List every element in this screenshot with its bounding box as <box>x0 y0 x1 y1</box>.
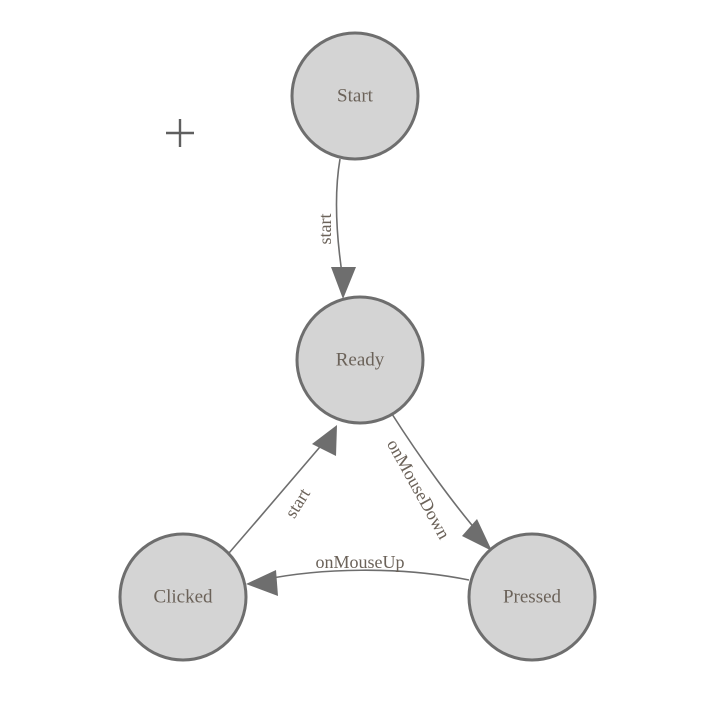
node-clicked-circle[interactable] <box>118 532 248 662</box>
edge-start-to-ready[interactable]: start <box>315 158 356 299</box>
arrowhead-start-to-ready <box>331 267 356 299</box>
edge-label-start-to-ready: start <box>315 214 335 245</box>
arrowhead-clicked-to-ready <box>312 425 337 456</box>
node-pressed-label: Pressed <box>503 586 562 607</box>
edge-clicked-to-ready[interactable]: start <box>228 425 337 554</box>
edge-path-clicked-to-ready[interactable] <box>228 440 326 554</box>
arrowhead-pressed-to-clicked <box>246 570 278 596</box>
node-start-label: Start <box>337 85 374 106</box>
edge-label-clicked-to-ready: start <box>281 485 314 522</box>
node-start[interactable]: Start <box>290 31 420 161</box>
node-ready[interactable]: Ready <box>295 295 425 425</box>
node-ready-circle[interactable] <box>295 295 425 425</box>
node-pressed[interactable]: Pressed <box>467 532 597 662</box>
arrowhead-ready-to-pressed <box>462 519 492 551</box>
node-pressed-circle[interactable] <box>467 532 597 662</box>
node-ready-label: Ready <box>336 349 385 370</box>
node-clicked-label: Clicked <box>153 586 213 607</box>
edge-path-start-to-ready[interactable] <box>335 158 344 281</box>
node-clicked[interactable]: Clicked <box>118 532 248 662</box>
edge-pressed-to-clicked[interactable]: onMouseUp <box>246 552 470 596</box>
node-start-circle[interactable] <box>290 31 420 161</box>
edge-path-pressed-to-clicked[interactable] <box>261 569 470 581</box>
plus-crosshair-icon <box>166 119 194 147</box>
edge-label-pressed-to-clicked: onMouseUp <box>316 552 405 572</box>
edge-ready-to-pressed[interactable]: onMouseDown <box>383 413 492 551</box>
